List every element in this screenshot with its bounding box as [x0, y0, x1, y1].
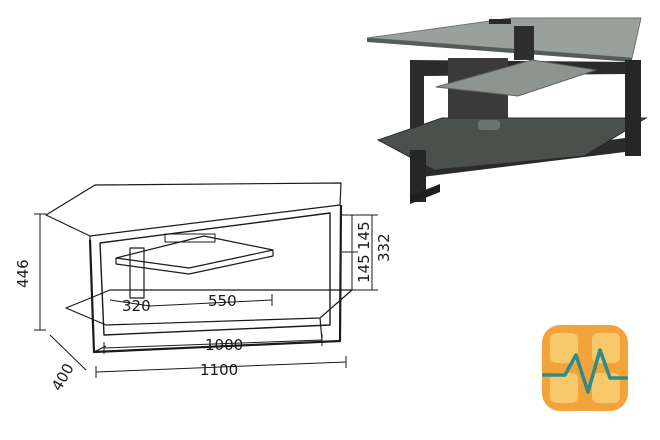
top-glass-outline — [45, 182, 342, 237]
dim-height-total: 446 — [14, 259, 32, 288]
dim-top-gap: 145 — [355, 221, 373, 250]
dim-width-inner: 1000 — [205, 336, 243, 354]
dim-shelf-width: 550 — [208, 292, 237, 310]
dim-middle-gap: 145 — [355, 254, 373, 283]
front-frame-outline — [88, 204, 343, 354]
dim-side-height: 332 — [375, 233, 393, 262]
dim-shelf-depth: 320 — [122, 297, 151, 315]
dim-width-total: 1100 — [200, 361, 238, 379]
bottom-glass-outline — [65, 289, 353, 326]
